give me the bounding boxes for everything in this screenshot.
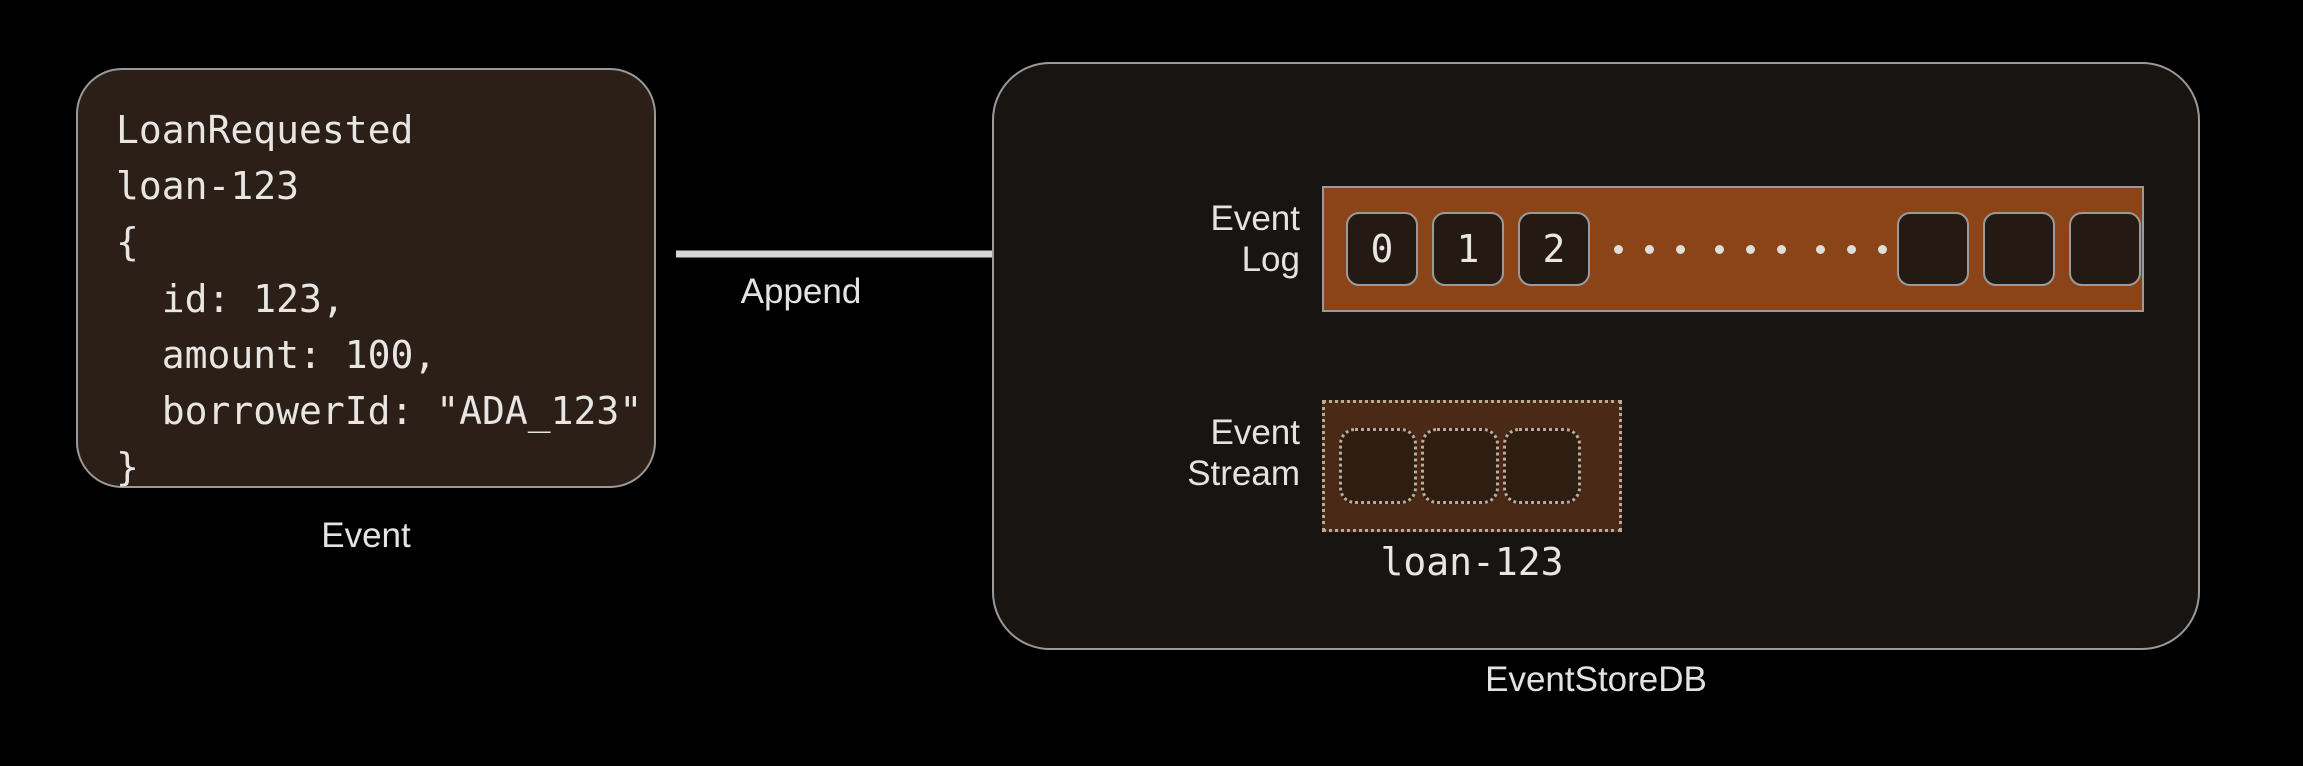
event-log-ellipsis: [1604, 244, 1897, 254]
eventstoredb-container: [992, 62, 2200, 650]
event-log-tail-cells: [1897, 212, 2141, 286]
ellipsis-dot: [1777, 244, 1786, 254]
event-stream-cell: [1339, 428, 1417, 504]
event-stream-label: Event Stream: [1187, 413, 1300, 494]
event-log-cell-empty: [1983, 212, 2055, 286]
event-stream-cell: [1421, 428, 1499, 504]
event-log-label: Event Log: [1210, 199, 1301, 280]
append-label: Append: [740, 272, 862, 311]
event-log-cell: 1: [1432, 212, 1504, 286]
event-stream-name: loan-123: [1380, 540, 1564, 584]
event-card: LoanRequested loan-123 { id: 123, amount…: [76, 68, 656, 489]
event-log-cell-empty: [1897, 212, 1969, 286]
event-card-caption: Event: [321, 516, 411, 555]
ellipsis-dot: [1746, 244, 1755, 254]
eventstoredb-caption: EventStoreDB: [1485, 660, 1707, 699]
event-log-bar: 0 1 2: [1322, 186, 2144, 312]
event-log-cell-empty: [2069, 212, 2141, 286]
ellipsis-group: [1816, 244, 1887, 254]
event-stream-box: [1322, 400, 1622, 532]
event-log-cell: 0: [1346, 212, 1418, 286]
ellipsis-dot: [1878, 244, 1887, 254]
ellipsis-dot: [1614, 244, 1623, 254]
event-log-cell: 2: [1518, 212, 1590, 286]
ellipsis-dot: [1816, 244, 1825, 254]
ellipsis-dot: [1676, 244, 1685, 254]
ellipsis-group: [1614, 244, 1685, 254]
ellipsis-dot: [1847, 244, 1856, 254]
ellipsis-dot: [1715, 244, 1724, 254]
event-payload-code: LoanRequested loan-123 { id: 123, amount…: [116, 108, 643, 490]
ellipsis-dot: [1645, 244, 1654, 254]
event-stream-cell: [1503, 428, 1581, 504]
ellipsis-group: [1715, 244, 1786, 254]
